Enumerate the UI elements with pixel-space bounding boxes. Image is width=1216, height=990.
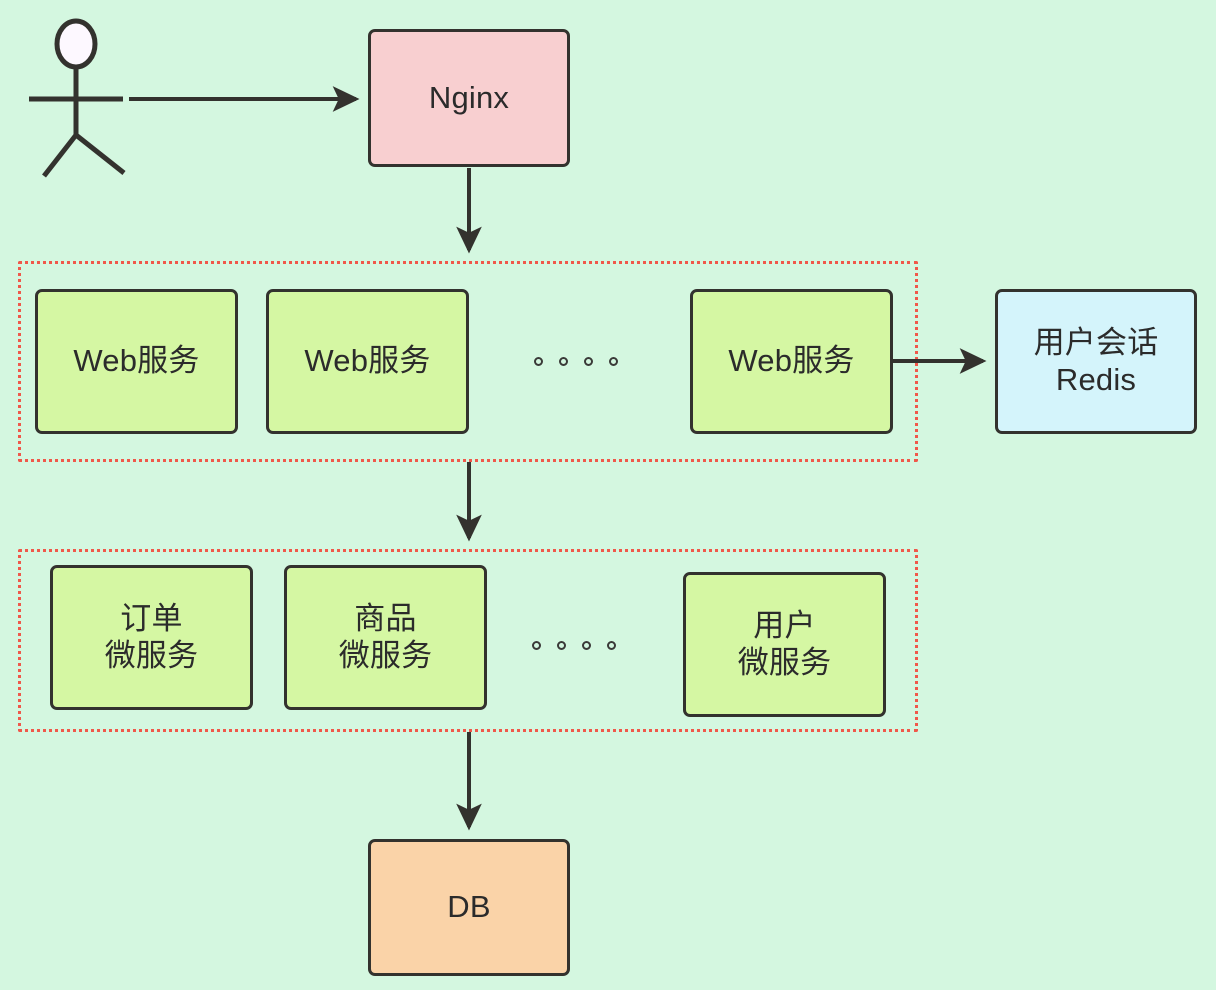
ellipsis-dot xyxy=(534,356,543,366)
user-actor-icon xyxy=(29,18,126,178)
node-product-microservice[interactable]: 商品 微服务 xyxy=(284,565,487,710)
node-user-session-redis[interactable]: 用户会话 Redis xyxy=(995,289,1197,434)
node-web-service-2[interactable]: Web服务 xyxy=(266,289,469,434)
web-row-ellipsis xyxy=(534,355,618,367)
ellipsis-dot xyxy=(557,640,566,650)
microservice-row-ellipsis xyxy=(532,639,616,651)
node-web-service-1[interactable]: Web服务 xyxy=(35,289,238,434)
ellipsis-dot xyxy=(584,356,593,366)
ellipsis-dot xyxy=(532,640,541,650)
ellipsis-dot xyxy=(609,356,618,366)
ellipsis-dot xyxy=(559,356,568,366)
node-order-microservice[interactable]: 订单 微服务 xyxy=(50,565,253,710)
node-web-service-3[interactable]: Web服务 xyxy=(690,289,893,434)
ellipsis-dot xyxy=(582,640,591,650)
node-user-microservice[interactable]: 用户 微服务 xyxy=(683,572,886,717)
ellipsis-dot xyxy=(607,640,616,650)
microservice-tier-group xyxy=(18,549,918,732)
node-nginx[interactable]: Nginx xyxy=(368,29,570,167)
node-database[interactable]: DB xyxy=(368,839,570,976)
